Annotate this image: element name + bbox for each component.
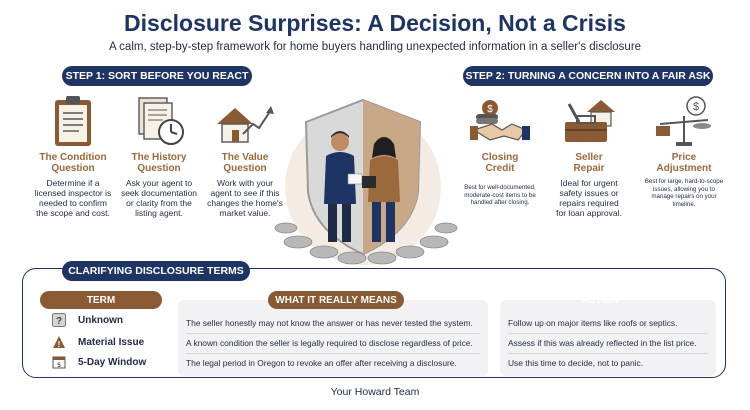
- warning-icon: !: [53, 336, 65, 349]
- price-desc-1: Best for large, hard-to-scope: [644, 178, 724, 185]
- meaning-row-2: A known condition the seller is legally …: [186, 332, 480, 354]
- value-desc-2: agent to see if this: [210, 188, 280, 198]
- price-desc: Best for large, hard-to-scope issues, al…: [636, 178, 732, 208]
- value-desc-1: Work with your: [216, 178, 274, 188]
- repair-desc-1: Ideal for urgent: [560, 178, 618, 188]
- meaning-column: The seller honestly may not know the ans…: [178, 300, 488, 376]
- term-row-unknown: ? Unknown: [42, 310, 123, 330]
- term-label-unknown: Unknown: [78, 314, 123, 326]
- handshake-coins-icon: $: [470, 100, 530, 141]
- history-desc-2: seek documentation: [120, 188, 198, 198]
- history-desc-1: Ask your agent to: [125, 178, 193, 188]
- meaning-column-header: WHAT IT REALLY MEANS: [268, 291, 404, 309]
- meaning-row-1: The seller honestly may not know the ans…: [186, 312, 480, 334]
- closing-desc-1: Best for well-documented,: [464, 184, 536, 191]
- svg-text:$: $: [487, 104, 493, 115]
- svg-text:5: 5: [57, 363, 61, 369]
- condition-desc: Determine if a licensed inspector is nee…: [34, 178, 112, 218]
- condition-heading-1: The Condition: [39, 152, 107, 163]
- price-desc-3: manage repairs on your: [651, 193, 717, 200]
- repair-desc-2: safety issues or: [559, 188, 619, 198]
- closing-desc: Best for well-documented, moderate-cost …: [458, 184, 542, 207]
- action-row-2: Assess if this was already reflected in …: [508, 332, 708, 354]
- term-label-window: 5-Day Window: [78, 356, 147, 368]
- term-row-window: 5 5-Day Window: [42, 352, 146, 372]
- condition-desc-3: needed to confirm: [38, 198, 108, 208]
- toolbox-house-icon: [565, 100, 615, 142]
- footer-credit: Your Howard Team: [330, 386, 420, 398]
- price-heading-1: Price: [671, 152, 697, 163]
- clipboard-icon: [55, 96, 91, 146]
- seller-repair-card: Seller Repair Ideal for urgent safety is…: [548, 94, 630, 218]
- action-row-3: Use this time to decide, not to panic.: [508, 358, 644, 368]
- closing-desc-3: handled after closing.: [470, 199, 530, 206]
- calendar-icon: 5: [52, 356, 66, 369]
- svg-text:$: $: [693, 101, 699, 113]
- history-desc-4: listing agent.: [135, 208, 183, 218]
- documents-clock-icon: [138, 97, 184, 145]
- value-desc-4: market value.: [219, 208, 271, 218]
- closing-desc-2: moderate-cost items to be: [464, 191, 536, 199]
- value-desc-3: changes the home's: [207, 198, 283, 208]
- history-heading-2: Question: [137, 163, 181, 174]
- repair-desc-4: for loan approval.: [556, 208, 622, 218]
- condition-question-card: The Condition Question Determine if a li…: [34, 94, 112, 218]
- price-heading-2: Adjustment: [656, 163, 712, 174]
- action-column: Follow up on major items like roofs or s…: [500, 300, 716, 376]
- history-question-card: The History Question Ask your agent to s…: [118, 94, 200, 218]
- value-question-card: The Value Question Work with your agent …: [200, 94, 290, 218]
- closing-heading-2: Credit: [485, 163, 515, 174]
- house-chart-icon: [217, 106, 274, 143]
- scale-coins-icon: $: [656, 96, 711, 146]
- price-adjustment-card: $ Price Adjustment Best for large, hard-…: [636, 94, 732, 208]
- condition-desc-4: the scope and cost.: [36, 208, 110, 218]
- repair-desc-3: repairs required: [559, 198, 619, 208]
- condition-desc-1: Determine if a: [46, 178, 100, 188]
- term-row-material: ! Material Issue: [42, 332, 144, 352]
- repair-heading-2: Repair: [573, 163, 605, 174]
- closing-credit-card: $ Closing Credit Best for well-documente…: [458, 94, 542, 207]
- step1-pill: STEP 1: SORT BEFORE YOU REACT: [62, 66, 252, 86]
- history-heading-1: The History: [131, 152, 187, 163]
- history-desc-3: or clarity from the: [126, 198, 192, 208]
- history-desc: Ask your agent to seek documentation or …: [118, 178, 200, 218]
- page-subtitle: A calm, step-by-step framework for home …: [108, 41, 642, 53]
- action-row-1: Follow up on major items like roofs or s…: [508, 312, 708, 334]
- repair-desc: Ideal for urgent safety issues or repair…: [548, 178, 630, 218]
- term-column-header: TERM: [40, 291, 162, 309]
- price-desc-2: issues, allowing you to: [653, 185, 715, 193]
- condition-desc-2: licensed inspector is: [34, 188, 112, 198]
- couple-shield-illustration: [274, 98, 458, 265]
- repair-heading-1: Seller: [575, 152, 603, 163]
- meaning-row-3: The legal period in Oregon to revoke an …: [186, 358, 457, 368]
- value-desc: Work with your agent to see if this chan…: [200, 178, 290, 218]
- condition-heading-2: Question: [51, 163, 95, 174]
- term-label-material: Material Issue: [78, 336, 145, 348]
- price-desc-4: timeline.: [672, 200, 696, 208]
- term-list: ? Unknown ! Material Issue 5 5-Day Windo…: [42, 306, 160, 370]
- svg-text:!: !: [58, 340, 61, 349]
- step2-pill: STEP 2: TURNING A CONCERN INTO A FAIR AS…: [463, 66, 713, 86]
- action-column-header: ACTION: [580, 294, 620, 306]
- terms-pill: CLARIFYING DISCLOSURE TERMS: [62, 261, 250, 281]
- svg-text:?: ?: [56, 316, 62, 327]
- value-heading-1: The Value: [221, 152, 269, 163]
- closing-heading-1: Closing: [481, 152, 519, 163]
- value-heading-2: Question: [223, 163, 267, 174]
- question-icon: ?: [52, 313, 66, 327]
- page-title: Disclosure Surprises: A Decision, Not a …: [124, 10, 626, 36]
